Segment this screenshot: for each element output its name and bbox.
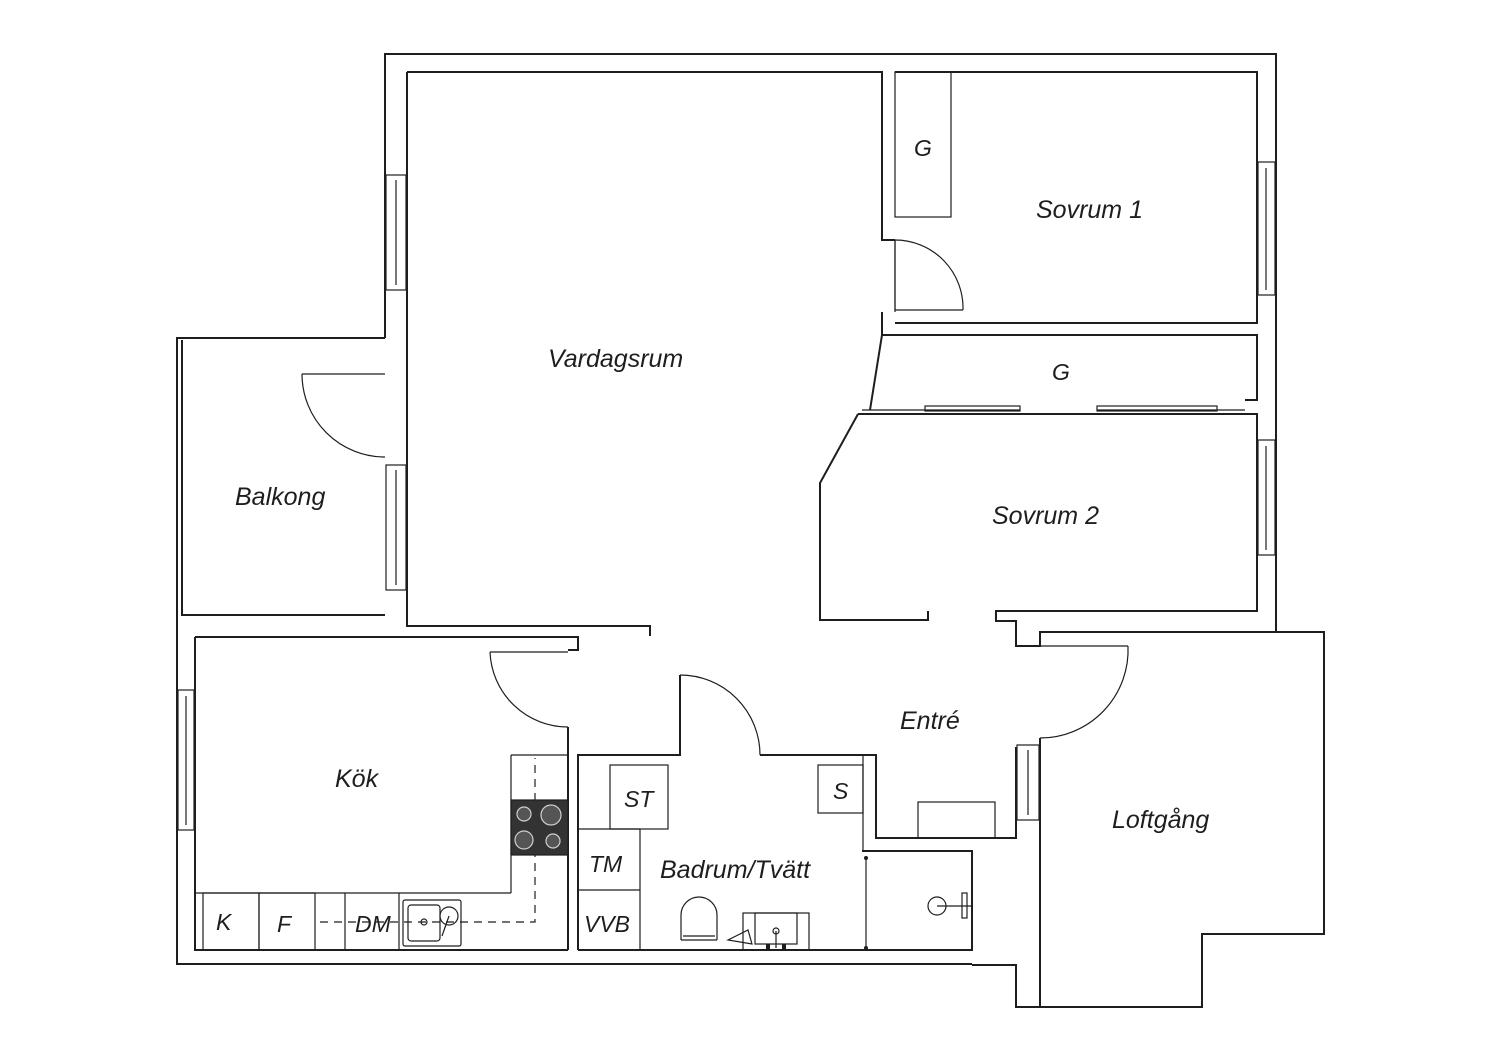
doors [301,239,1129,756]
fixture-label-frys: F [277,911,293,937]
fixture-label-wardrobe2: G [1052,359,1070,385]
sink-icon [402,899,462,947]
kitchen-fixtures [195,754,569,951]
outer-walls [176,53,1325,1008]
fixture-label-wardrobe1: G [914,135,932,161]
shower-icon [864,856,972,950]
room-label-badrum: Badrum/Tvätt [660,856,811,884]
fixture-label-varmvattenberedare: VVB [584,911,630,937]
fixture-label-kyl: K [216,909,233,935]
fixture-label-torkskap: ST [624,786,655,812]
fixture-labels: G G K F DM ST TM VVB S [216,135,1070,937]
toilet-icon [680,896,718,941]
room-label-kok: Kök [335,765,380,793]
fixture-label-diskmaskin: DM [355,911,392,937]
bathroom-fixtures [578,755,972,951]
room-label-loftgang: Loftgång [1112,806,1209,834]
fixture-label-tumlare: TM [589,851,623,877]
room-label-entre: Entré [900,707,960,735]
room-label-balkong: Balkong [235,483,325,511]
wardrobes [862,71,1245,412]
interior-walls [194,312,1276,1007]
washbasin-icon [726,912,810,951]
door-entre [1039,645,1129,739]
door-badrum [679,674,761,756]
stove-icon [510,799,569,856]
door-sovrum1 [894,239,964,312]
door-kok [489,651,569,728]
room-label-sovrum2: Sovrum 2 [992,502,1099,530]
room-label-sovrum1: Sovrum 1 [1036,196,1143,224]
room-labels: Vardagsrum Sovrum 1 Sovrum 2 Balkong Kök… [235,196,1209,884]
door-balkong [301,373,386,458]
room-label-vardagsrum: Vardagsrum [548,345,683,373]
windows [177,161,1276,831]
hall-bench [917,801,996,839]
fixture-label-skap: S [833,778,849,804]
